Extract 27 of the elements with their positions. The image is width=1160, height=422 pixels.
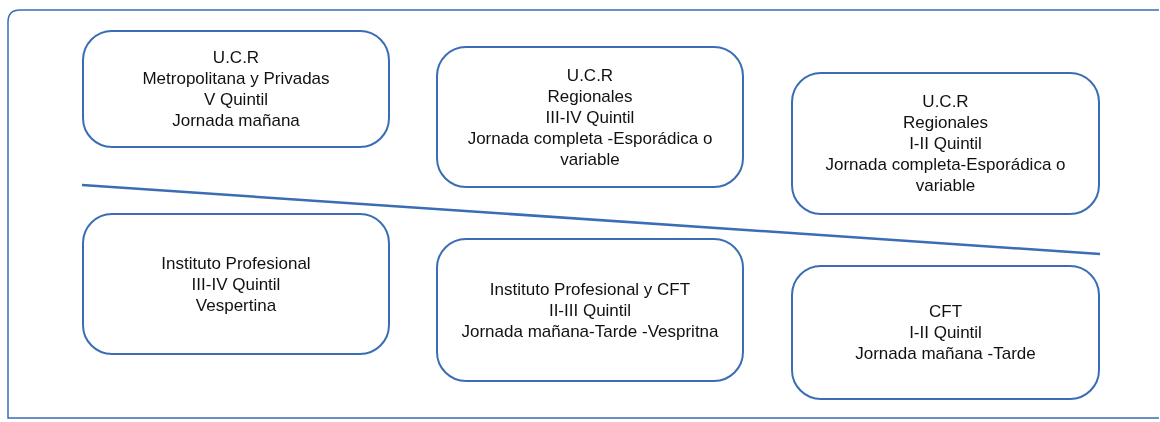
box-text: CFT: [928, 301, 962, 322]
box-text: V Quintil: [203, 89, 269, 110]
box-text: III-IV Quintil: [545, 106, 635, 128]
box-text: Regionales: [547, 85, 633, 107]
box-text: Jornada mañana: [172, 110, 300, 131]
rounded-box: [791, 265, 1100, 400]
box-text: U.C.R: [212, 47, 260, 68]
box-text: Jornada completa-Esporádica o variable: [824, 154, 1067, 196]
box-text: III-IV Quintil: [191, 273, 281, 295]
box-text: U.C.R: [922, 91, 969, 112]
box-text: I-II Quintil: [909, 133, 982, 154]
rounded-box: [436, 46, 744, 188]
box-text: Regionales: [902, 112, 989, 133]
box-text: Metropolitana y Privadas: [142, 68, 330, 89]
box-text: Jornada completa -Esporádica o variable: [466, 127, 714, 170]
rounded-box: [436, 238, 744, 382]
box-text: Instituto Profesional: [161, 252, 311, 274]
box-text: II-III Quintil: [548, 299, 632, 321]
rounded-box: [82, 30, 390, 148]
box-text: Jornada mañana-Tarde -Vespritna: [461, 320, 719, 342]
box-text: Instituto Profesional y CFT: [489, 278, 691, 300]
box-text: I-II Quintil: [909, 322, 982, 343]
rounded-box: [791, 72, 1100, 215]
rounded-box: [82, 213, 390, 355]
box-text: Vespertina: [195, 294, 277, 316]
box-text: U.C.R: [566, 64, 614, 86]
box-text: Jornada mañana -Tarde: [855, 343, 1036, 364]
